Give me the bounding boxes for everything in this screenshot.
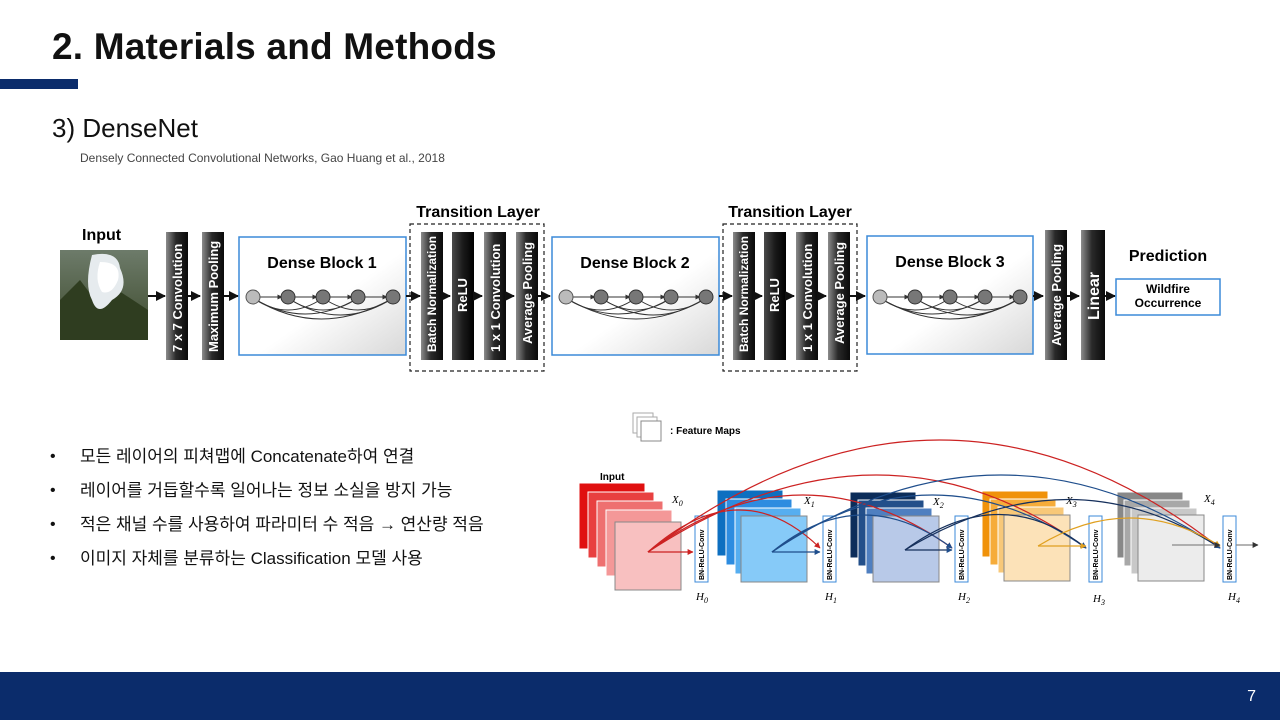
densenet-architecture: Input 7 x 7 Convolution Maximum Pooling … xyxy=(60,204,1221,372)
dense-block-1: Dense Block 1 xyxy=(238,236,407,356)
transition-layer-1: Transition Layer Batch Normalization ReL… xyxy=(409,204,545,372)
avgpool-label-1: Average Pooling xyxy=(520,242,535,344)
batchnorm-label-2: Batch Normalization xyxy=(737,236,751,352)
bn-relu-conv-h4: BN-ReLU-Conv xyxy=(1222,515,1237,583)
svg-text:BN-ReLU-Conv: BN-ReLU-Conv xyxy=(827,529,834,580)
svg-text:BN-ReLU-Conv: BN-ReLU-Conv xyxy=(959,529,966,580)
avgpool-label-2: Average Pooling xyxy=(832,242,847,344)
svg-text:BN-ReLU-Conv: BN-ReLU-Conv xyxy=(1227,529,1234,580)
conv7-label: 7 x 7 Convolution xyxy=(170,244,185,352)
prediction-box-line-2: Occurrence xyxy=(1135,296,1202,310)
navy-dense-connections xyxy=(904,498,1221,553)
feature-stack-x4 xyxy=(1116,491,1205,582)
transition-layer-2: Transition Layer Batch Normalization ReL… xyxy=(722,204,858,372)
diagram-canvas: Input 7 x 7 Convolution Maximum Pooling … xyxy=(60,204,1259,607)
prediction-box xyxy=(1115,278,1221,316)
conv7-layer xyxy=(166,232,188,360)
h2-label: H2 xyxy=(957,591,970,605)
prediction-label: Prediction xyxy=(1129,248,1207,265)
batchnorm-layer-1 xyxy=(421,232,443,360)
title-accent-bar xyxy=(0,79,78,89)
conv1-layer-1 xyxy=(484,232,506,360)
bullet-item: 적은 채널 수를 사용하여 파라미터 수 적음 → 연산량 적음 xyxy=(50,508,484,542)
x2-label: X2 xyxy=(932,496,944,510)
paper-citation: Densely Connected Convolutional Networks… xyxy=(80,151,445,165)
feature-stack-x0 xyxy=(578,482,682,591)
page-number: 7 xyxy=(1247,688,1256,705)
dense-block-2-label: Dense Block 2 xyxy=(580,255,689,272)
h4-label: H4 xyxy=(1227,591,1240,605)
transition-layer-2-label: Transition Layer xyxy=(728,204,852,221)
section-subtitle: 3) DenseNet xyxy=(52,113,198,143)
bn-relu-conv-h3: BN-ReLU-Conv xyxy=(1088,515,1103,583)
bn-relu-conv-h1: BN-ReLU-Conv xyxy=(822,515,837,583)
feature-maps-legend: : Feature Maps xyxy=(670,426,741,437)
bn-relu-conv-h2: BN-ReLU-Conv xyxy=(954,515,969,583)
bullet-list: 모든 레이어의 피쳐맵에 Concatenate하여 연결 레이어를 거듭할수록… xyxy=(50,440,484,576)
red-dense-connections xyxy=(647,439,1221,555)
avgpool-layer-2 xyxy=(828,232,850,360)
h0-label: H0 xyxy=(695,591,708,605)
batchnorm-layer-2 xyxy=(733,232,755,360)
slide-title: 2. Materials and Methods xyxy=(52,26,497,67)
svg-text:BN-ReLU-Conv: BN-ReLU-Conv xyxy=(699,529,706,580)
x4-label: X4 xyxy=(1203,493,1215,507)
x0-label: X0 xyxy=(671,494,683,508)
bn-relu-conv-h0: BN-ReLU-Conv xyxy=(694,515,709,583)
dense-block-2: Dense Block 2 xyxy=(551,236,720,356)
input-label: Input xyxy=(82,227,122,244)
footer-bar: 7 xyxy=(0,672,1280,720)
maxpool-layer xyxy=(202,232,224,360)
final-avgpool-layer xyxy=(1045,230,1067,360)
feature-map-diagram: : Feature Maps Input xyxy=(578,412,1259,607)
feature-maps-legend-icon xyxy=(632,412,662,442)
svg-text:BN-ReLU-Conv: BN-ReLU-Conv xyxy=(1093,529,1100,580)
x1-label: X1 xyxy=(803,495,815,509)
avgpool-layer-1 xyxy=(516,232,538,360)
transition-layer-1-label: Transition Layer xyxy=(416,204,540,221)
relu-label-2: ReLU xyxy=(767,278,782,312)
batchnorm-label-1: Batch Normalization xyxy=(425,236,439,352)
conv1-layer-2 xyxy=(796,232,818,360)
dense-block-1-label: Dense Block 1 xyxy=(267,255,376,272)
bullet-item: 레이어를 거듭할수록 일어나는 정보 소실을 방지 가능 xyxy=(50,474,484,508)
relu-label-1: ReLU xyxy=(455,278,470,312)
h3-label: H3 xyxy=(1092,593,1105,607)
x3-label: X3 xyxy=(1065,495,1077,509)
relu-layer-2 xyxy=(764,232,786,360)
final-avgpool-label: Average Pooling xyxy=(1049,244,1064,346)
input-wildfire-image xyxy=(60,250,148,340)
dense-block-3: Dense Block 3 xyxy=(866,235,1034,355)
bullet-item: 모든 레이어의 피쳐맵에 Concatenate하여 연결 xyxy=(50,440,484,474)
fm-input-label: Input xyxy=(600,472,625,483)
h1-label: H1 xyxy=(824,591,837,605)
prediction-box-line-1: Wildfire xyxy=(1146,282,1190,296)
linear-layer xyxy=(1081,230,1105,360)
maxpool-label: Maximum Pooling xyxy=(206,241,221,352)
conv1-label-2: 1 x 1 Convolution xyxy=(800,244,815,352)
orange-dense-connections xyxy=(1037,517,1221,549)
linear-label: Linear xyxy=(1086,272,1103,320)
conv1-label-1: 1 x 1 Convolution xyxy=(488,244,503,352)
relu-layer-1 xyxy=(452,232,474,360)
dense-block-3-label: Dense Block 3 xyxy=(895,254,1004,271)
bullet-item: 이미지 자체를 분류하는 Classification 모델 사용 xyxy=(50,542,484,576)
feature-stack-x3 xyxy=(981,490,1071,582)
